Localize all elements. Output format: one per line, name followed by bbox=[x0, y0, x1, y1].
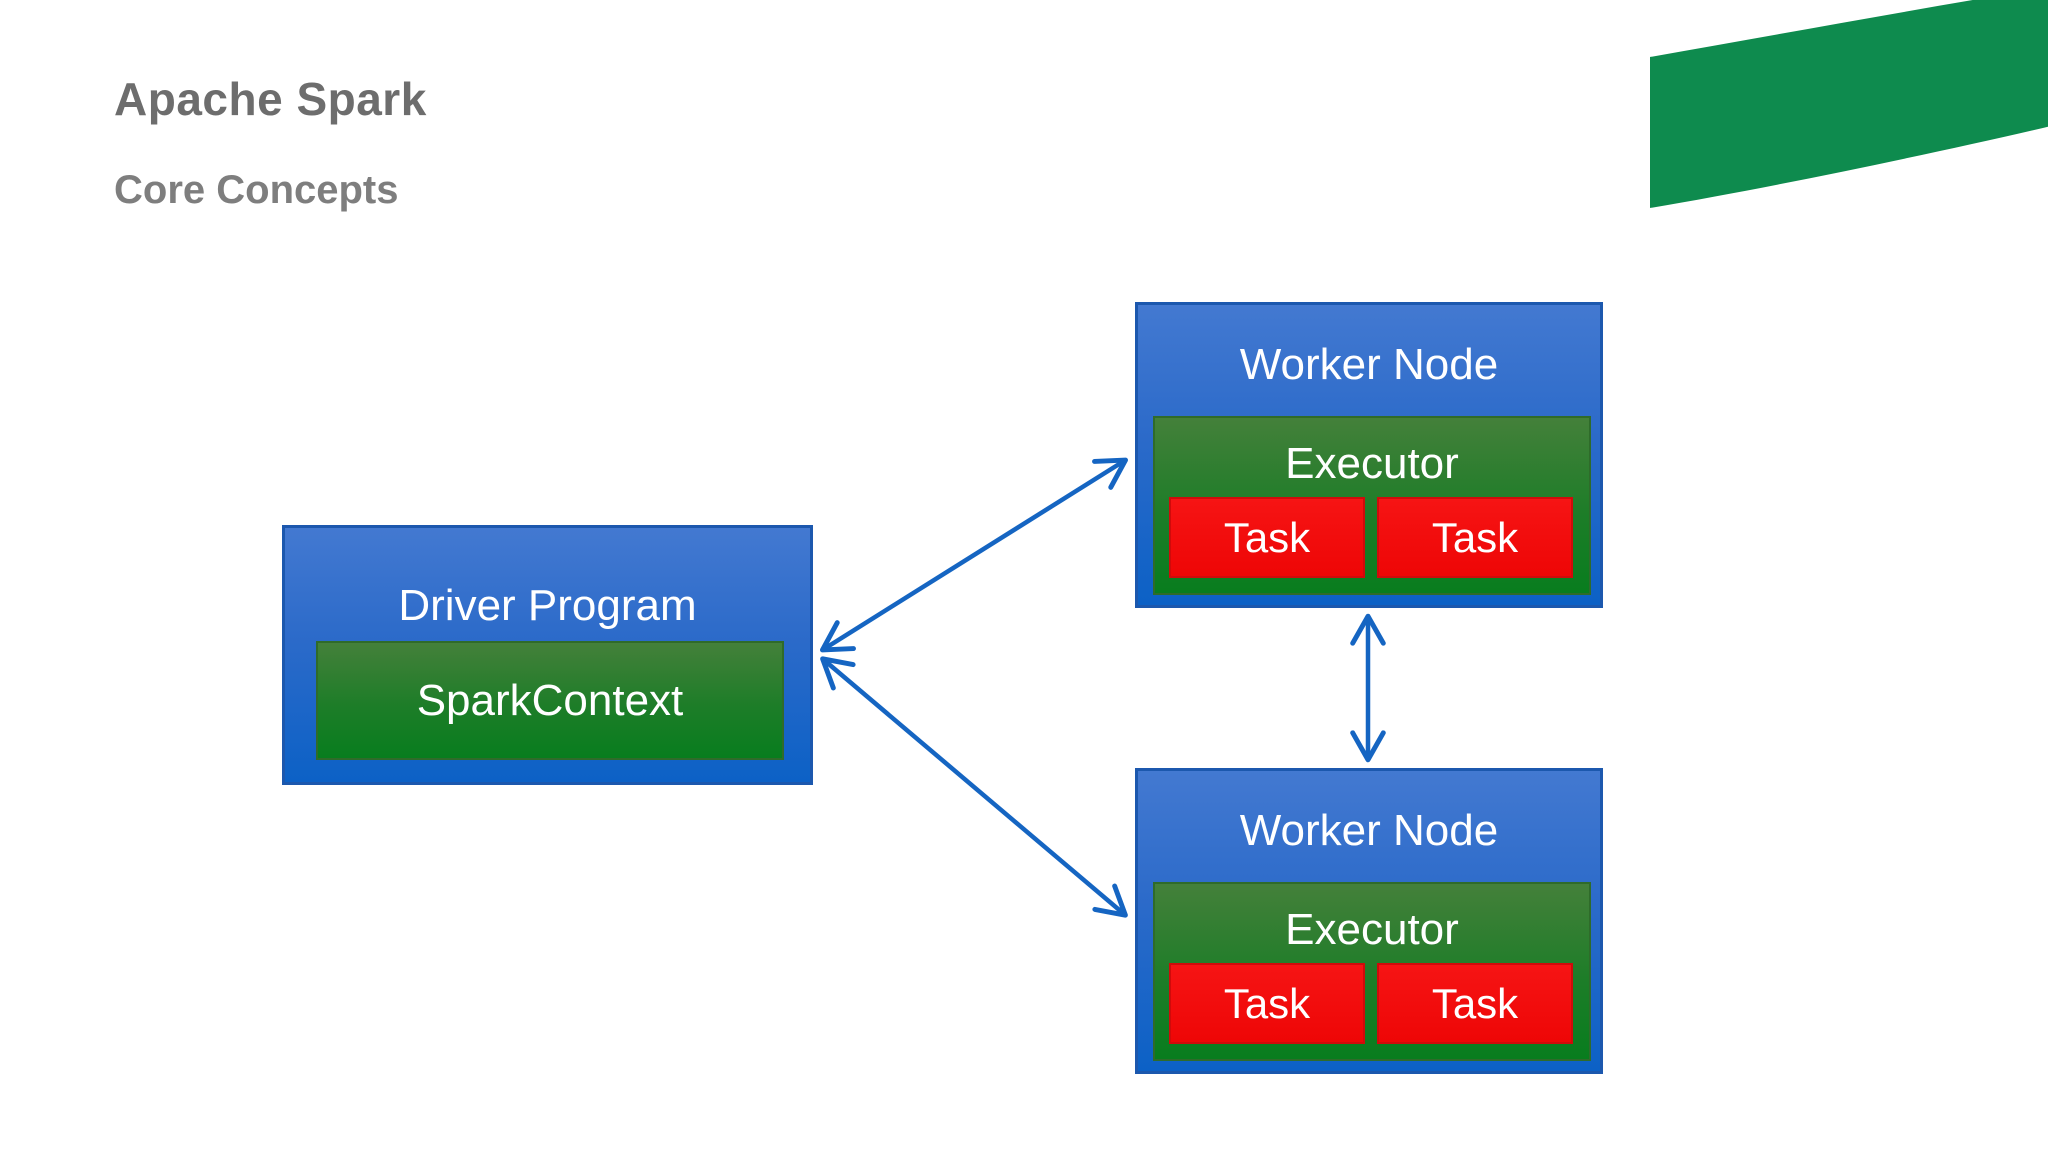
slide-subtitle: Core Concepts bbox=[114, 168, 399, 212]
executor-box: Executor Task Task bbox=[1153, 416, 1591, 595]
sparkcontext-label: SparkContext bbox=[416, 675, 684, 725]
driver-program-label: Driver Program bbox=[398, 581, 697, 630]
worker-node-box-2: Worker Node Executor Task Task bbox=[1135, 768, 1603, 1074]
executor-label: Executor bbox=[1285, 439, 1459, 488]
worker-node-label: Worker Node bbox=[1239, 340, 1499, 389]
arrow-driver-worker1 bbox=[819, 457, 1129, 653]
sparkcontext-box: SparkContext bbox=[316, 641, 784, 760]
ribbon-decoration bbox=[1650, 0, 2048, 208]
task-box: Task bbox=[1377, 497, 1573, 578]
task-box: Task bbox=[1169, 497, 1365, 578]
driver-program-box: Driver Program SparkContext bbox=[282, 525, 813, 785]
slide-title: Apache Spark bbox=[114, 73, 427, 125]
task-label: Task bbox=[1223, 979, 1311, 1027]
task-box: Task bbox=[1377, 963, 1573, 1044]
task-label: Task bbox=[1431, 979, 1519, 1027]
executor-box: Executor Task Task bbox=[1153, 882, 1591, 1061]
worker-node-box-1: Worker Node Executor Task Task bbox=[1135, 302, 1603, 608]
arrow-driver-worker2 bbox=[820, 656, 1128, 918]
task-label: Task bbox=[1431, 513, 1519, 561]
task-label: Task bbox=[1223, 513, 1311, 561]
executor-label: Executor bbox=[1285, 905, 1459, 954]
task-box: Task bbox=[1169, 963, 1365, 1044]
worker-node-label: Worker Node bbox=[1239, 806, 1499, 855]
